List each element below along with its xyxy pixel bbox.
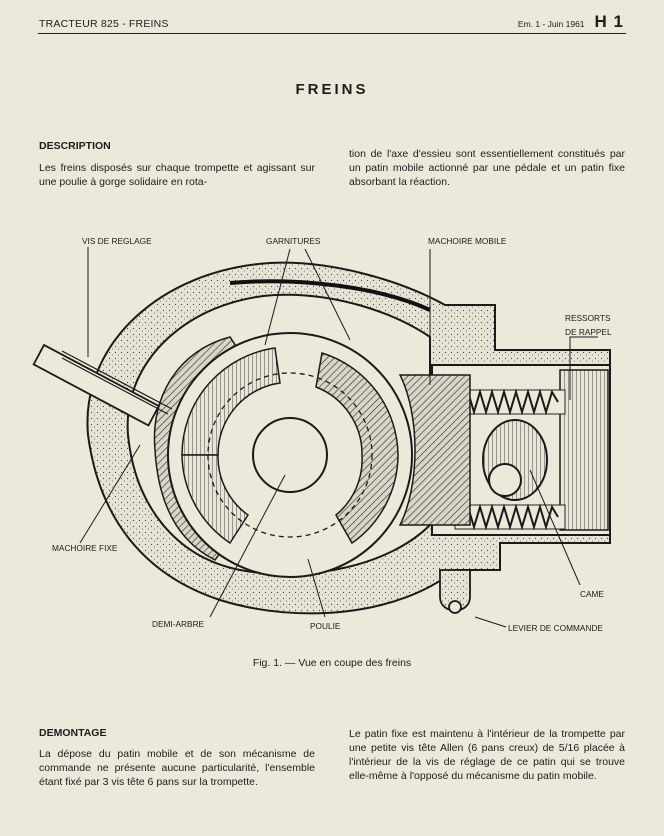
demontage-paragraph-left: La dépose du patin mobile et de son méca… [39, 748, 315, 788]
description-paragraph-left: Les freins disposés sur chaque trompette… [39, 162, 315, 188]
label-vis-de-reglage: VIS DE REGLAGE [82, 236, 152, 246]
spring-housing [398, 364, 611, 536]
header-edition: Em. 1 - Juin 1961 [517, 19, 585, 29]
label-levier-de-commande: LEVIER DE COMMANDE [508, 623, 603, 633]
description-heading: DESCRIPTION [39, 140, 111, 152]
leader-lines [79, 247, 598, 628]
label-garnitures: GARNITURES [266, 236, 321, 246]
label-ressorts: RESSORTS [565, 313, 611, 323]
header-section-number: H 1 [594, 12, 624, 31]
pulley [167, 332, 413, 578]
label-poulie: POULIE [310, 621, 341, 631]
brake-cross-section-figure: VIS DE REGLAGE GARNITURES MACHOIRE MOBIL… [32, 236, 612, 633]
description-paragraph-right: tion de l'axe d'essieu sont essentiellem… [349, 148, 625, 188]
label-de-rappel: DE RAPPEL [565, 327, 612, 337]
header-document-title: TRACTEUR 825 - FREINS [39, 18, 169, 30]
page-title: FREINS [295, 81, 369, 98]
label-machoire-mobile: MACHOIRE MOBILE [428, 236, 507, 246]
demontage-paragraph-right: Le patin fixe est maintenu à l'intérieur… [349, 728, 625, 782]
adjusting-screw [32, 343, 173, 427]
figure-caption: Fig. 1. — Vue en coupe des freins [252, 657, 412, 669]
label-machoire-fixe: MACHOIRE FIXE [52, 543, 118, 553]
header-right: Em. 1 - Juin 1961 H 1 [518, 12, 624, 32]
demontage-heading: DEMONTAGE [39, 727, 107, 739]
header-rule [38, 33, 626, 34]
label-demi-arbre: DEMI-ARBRE [152, 619, 205, 629]
control-lever [439, 569, 471, 614]
label-came: CAME [580, 589, 604, 599]
